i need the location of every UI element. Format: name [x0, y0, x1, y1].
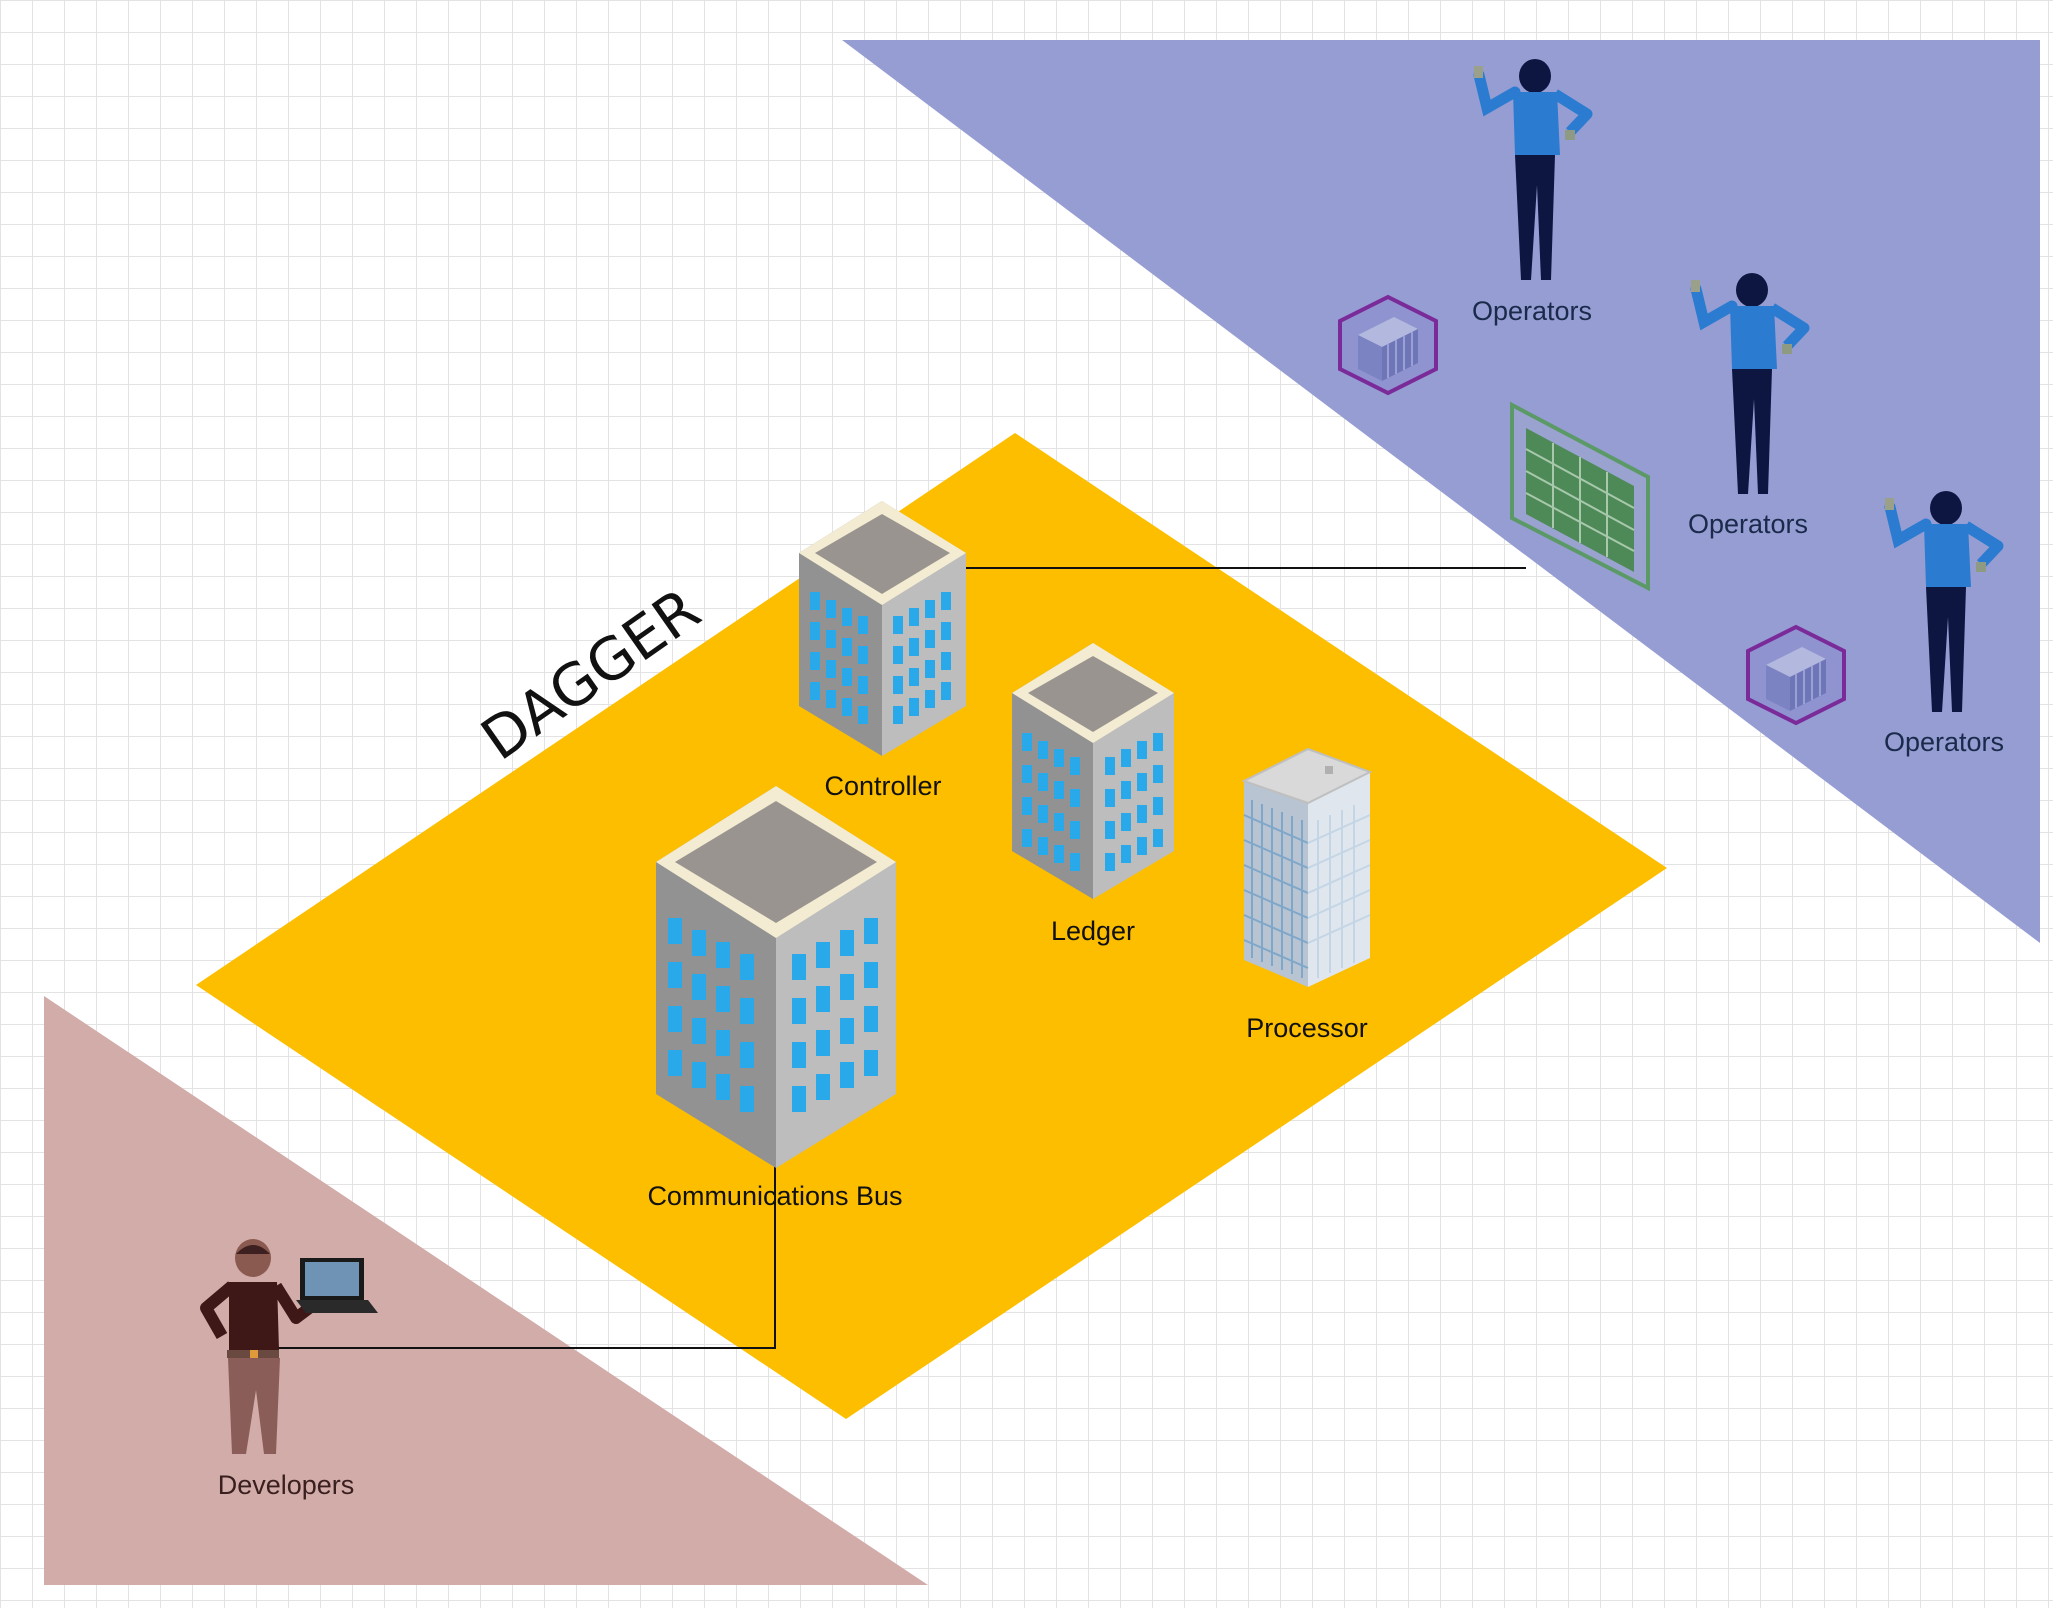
- label-developers: Developers: [218, 1470, 355, 1500]
- label-operator-3: Operators: [1884, 727, 2004, 757]
- label-ledger: Ledger: [1051, 916, 1135, 946]
- label-operator-2: Operators: [1688, 509, 1808, 539]
- building-controller-icon: [799, 501, 966, 756]
- building-communications-bus-icon: [656, 786, 896, 1168]
- label-controller: Controller: [824, 771, 941, 801]
- spreadsheet-panel-icon: [1510, 401, 1650, 592]
- building-ledger-icon: [1012, 643, 1174, 899]
- dagger-platform: [196, 433, 1667, 1419]
- developer-person-with-laptop-icon: [200, 1239, 378, 1454]
- label-operator-1: Operators: [1472, 296, 1592, 326]
- connector-bus-developers: [255, 1125, 776, 1349]
- building-processor-icon: [1241, 747, 1373, 987]
- label-processor: Processor: [1246, 1013, 1368, 1043]
- operators-zone: [842, 40, 2040, 943]
- label-communications-bus: Communications Bus: [647, 1181, 902, 1211]
